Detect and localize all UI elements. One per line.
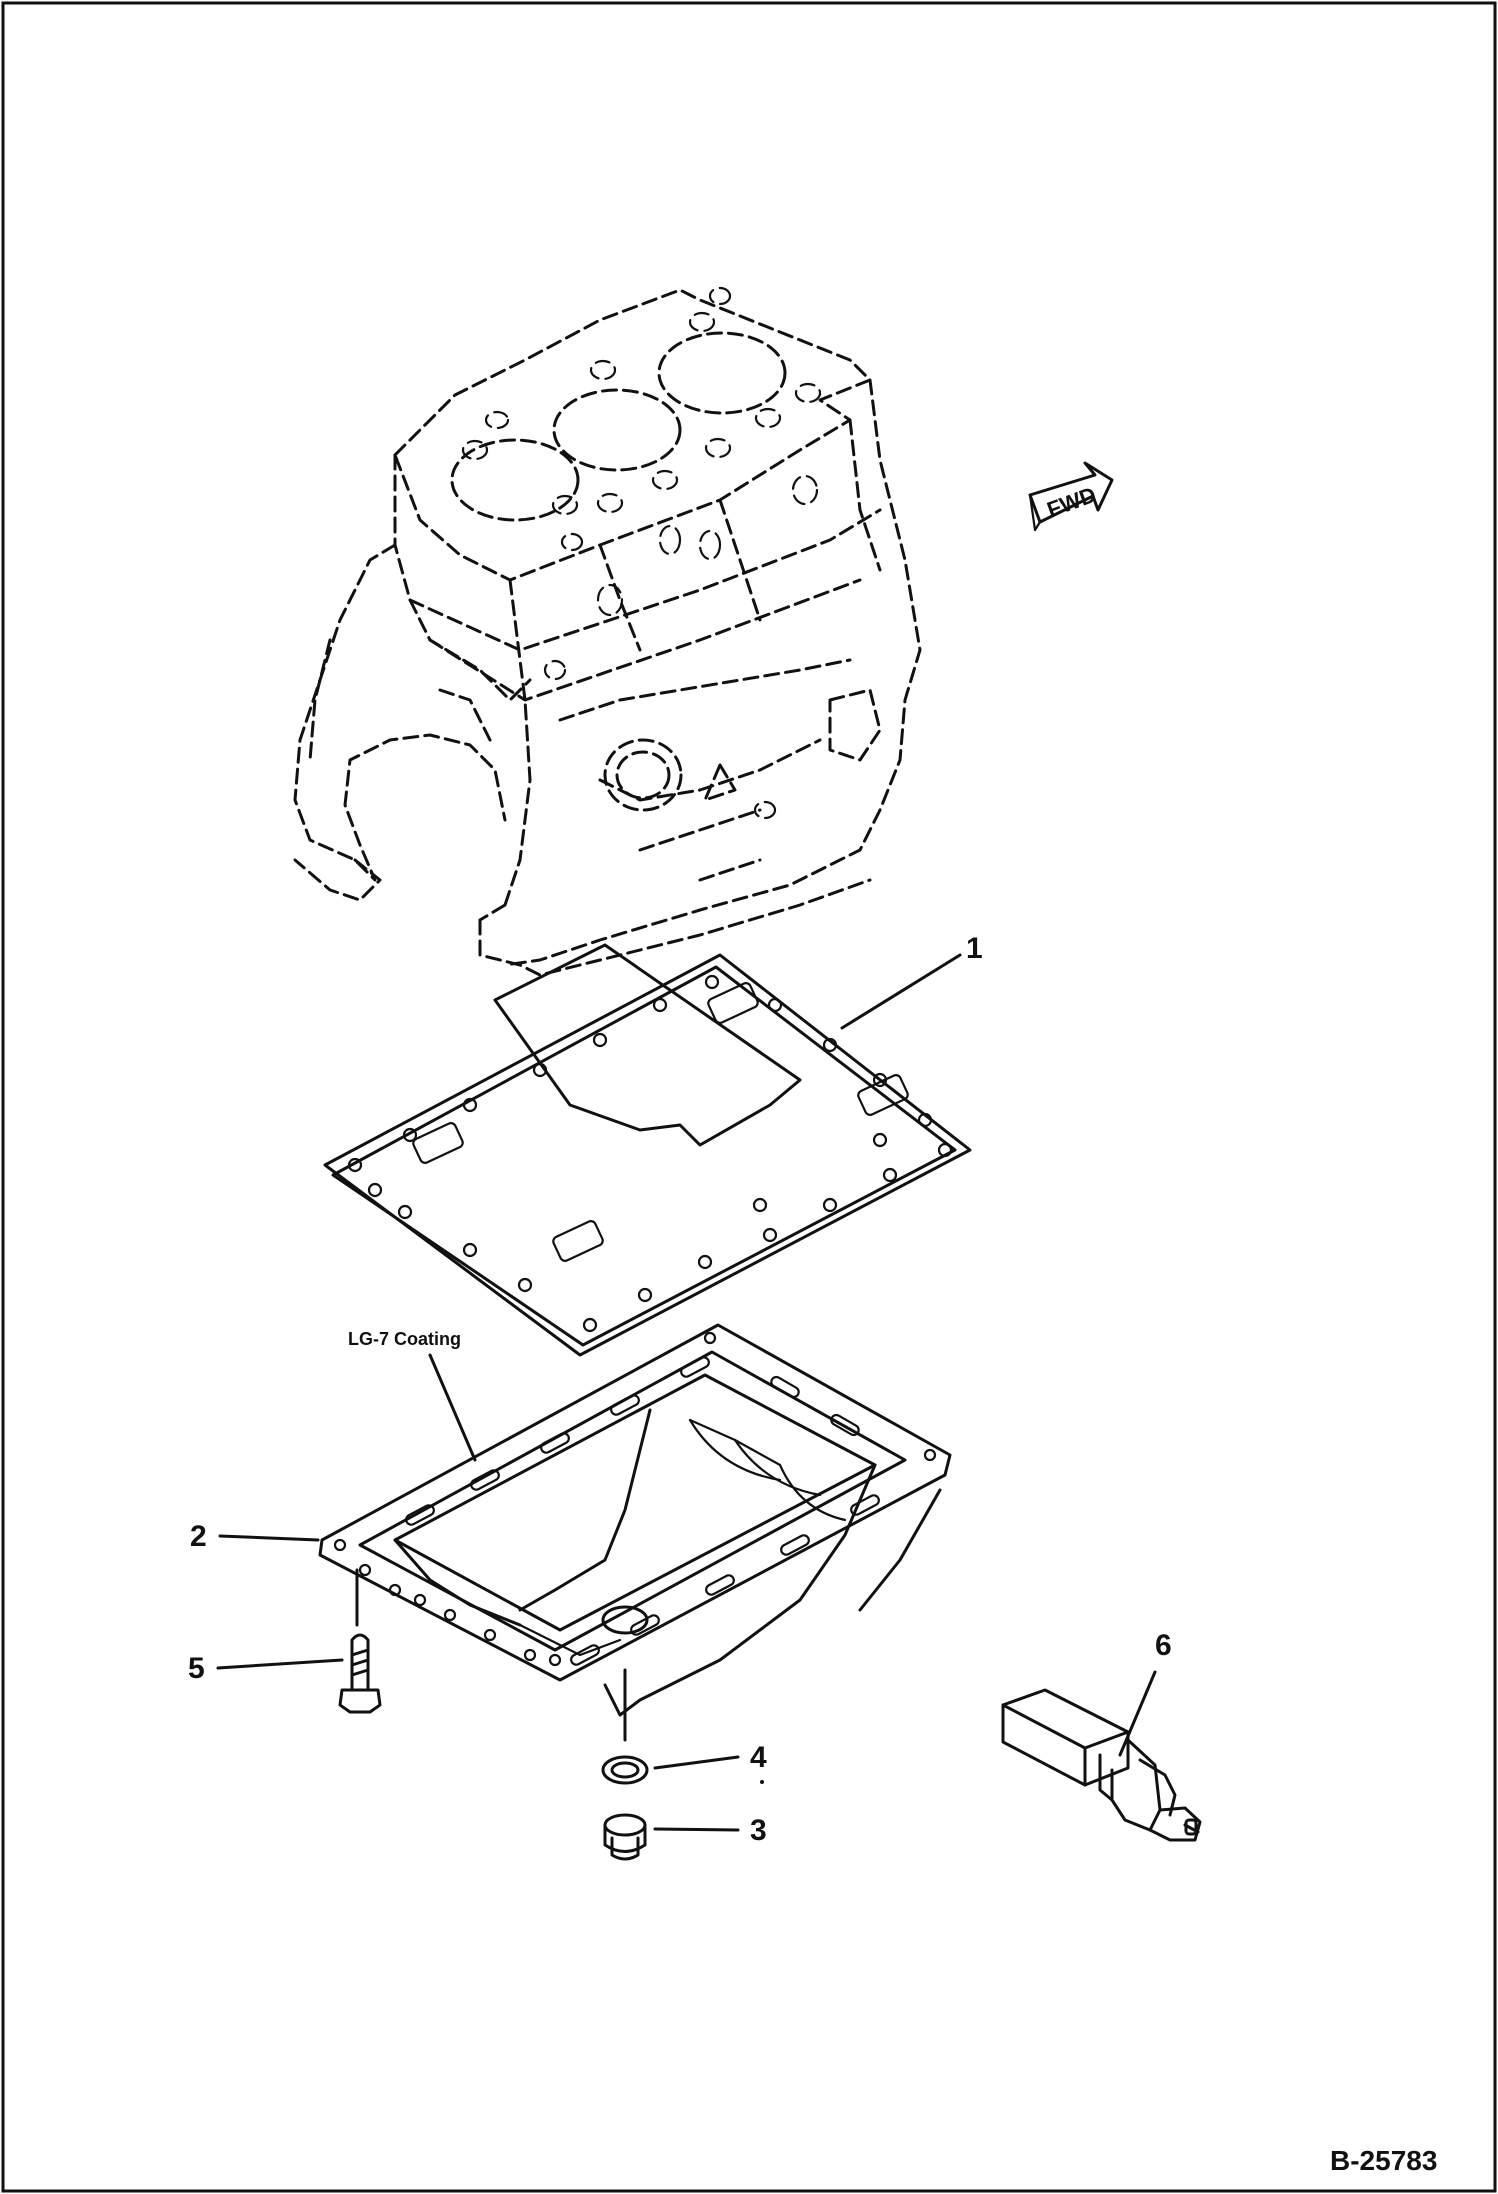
leader-p1 bbox=[840, 953, 962, 1030]
washer bbox=[601, 1755, 649, 1785]
dot-p4 bbox=[760, 1780, 764, 1784]
drawing-number: B-25783 bbox=[1330, 2145, 1437, 2176]
leader-note bbox=[428, 1353, 477, 1462]
leader-p3 bbox=[653, 1827, 740, 1832]
oil-pan bbox=[318, 1323, 952, 1717]
block-front-boss bbox=[603, 688, 882, 812]
bolt bbox=[338, 1633, 382, 1714]
cylinder-bores bbox=[450, 331, 787, 522]
leader-p4 bbox=[653, 1755, 740, 1770]
callout-part-4: 4 bbox=[750, 1741, 767, 1774]
block-bolt-holes bbox=[461, 286, 822, 820]
callout-part-1: 1 bbox=[966, 932, 983, 965]
gasket-bolt-holes bbox=[347, 974, 953, 1333]
oil-pan-bolt-holes bbox=[333, 1331, 937, 1667]
coating-note: LG-7 Coating bbox=[348, 1329, 461, 1349]
oil-pan-gasket bbox=[323, 943, 972, 1357]
strainer-pipe bbox=[1001, 1688, 1202, 1842]
callout-part-3: 3 bbox=[750, 1814, 767, 1847]
oil-pan-flange-slots bbox=[405, 1356, 880, 1666]
callout-part-5: 5 bbox=[188, 1652, 205, 1685]
forward-direction-arrow: FWD bbox=[1028, 461, 1114, 532]
cylinder-block bbox=[293, 288, 922, 977]
drain-plug bbox=[603, 1813, 647, 1861]
callout-part-2: 2 bbox=[190, 1520, 207, 1553]
leader-lines bbox=[216, 953, 1157, 1832]
callout-part-6: 6 bbox=[1155, 1629, 1172, 1662]
leader-p2 bbox=[218, 1534, 320, 1542]
leader-p6 bbox=[1118, 1670, 1157, 1757]
leader-p5 bbox=[216, 1658, 344, 1670]
